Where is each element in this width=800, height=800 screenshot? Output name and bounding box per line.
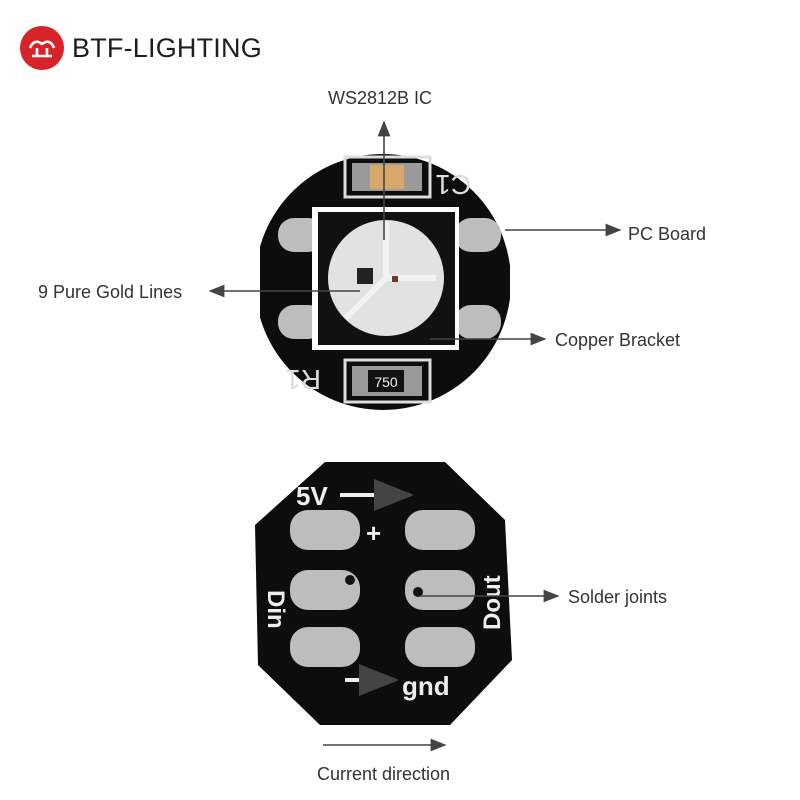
back-pcb: 5V + Din Dout gnd [255,462,512,725]
pc-board-label: PC Board [628,224,707,244]
ic-label: WS2812B IC [328,88,433,108]
resistor-code: 750 [374,374,398,390]
copper-bracket-label: Copper Bracket [555,330,681,350]
resistor-label: R1 [285,364,321,395]
power-label: 5V [296,481,328,511]
brand-logo: BTF-LIGHTING [20,26,262,70]
current-direction-label: Current direction [317,764,451,784]
din-label: Din [262,590,289,629]
gnd-label: gnd [402,671,450,701]
logo-emblem-icon [20,26,64,70]
gold-lines-label: 9 Pure Gold Lines [38,282,183,302]
plus-label: + [366,518,381,548]
solder-joints-label: Solder joints [568,587,668,607]
brand-name: BTF-LIGHTING [72,32,262,63]
capacitor-label: C1 [435,169,471,200]
front-pcb: 750 C1 R1 [260,154,510,410]
dout-label: Dout [479,575,506,630]
